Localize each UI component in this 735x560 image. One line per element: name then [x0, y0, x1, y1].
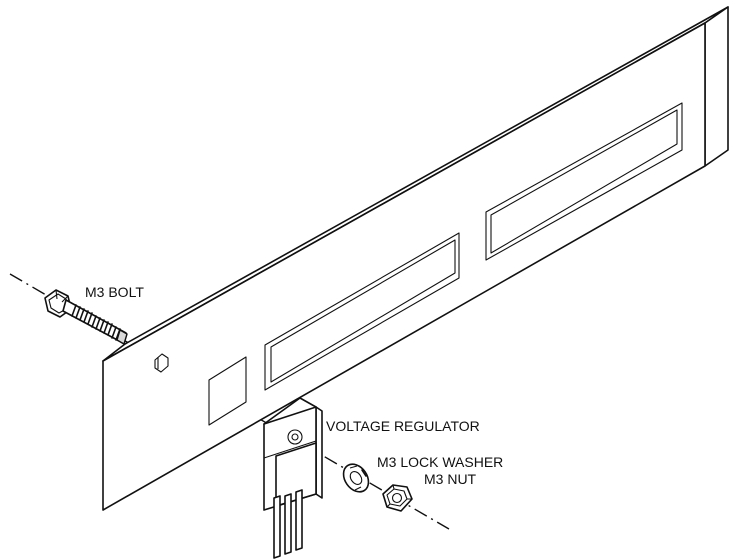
panel-cutout-square	[208, 356, 247, 426]
label-m3-bolt: M3 BOLT	[85, 284, 144, 300]
label-m3-lock-washer: M3 LOCK WASHER	[377, 454, 503, 470]
mounting-panel	[102, 6, 729, 511]
m3-bolt	[44, 289, 128, 345]
m3-lock-washer	[342, 463, 370, 493]
label-voltage-regulator: VOLTAGE REGULATOR	[326, 418, 480, 434]
panel-cutout-1	[264, 232, 460, 391]
mounting-hole	[154, 353, 169, 373]
label-m3-nut: M3 NUT	[424, 471, 477, 487]
voltage-regulator	[263, 397, 323, 559]
regulator-leads	[273, 489, 303, 559]
panel-cutout-2	[485, 102, 683, 261]
m3-nut	[382, 484, 413, 512]
